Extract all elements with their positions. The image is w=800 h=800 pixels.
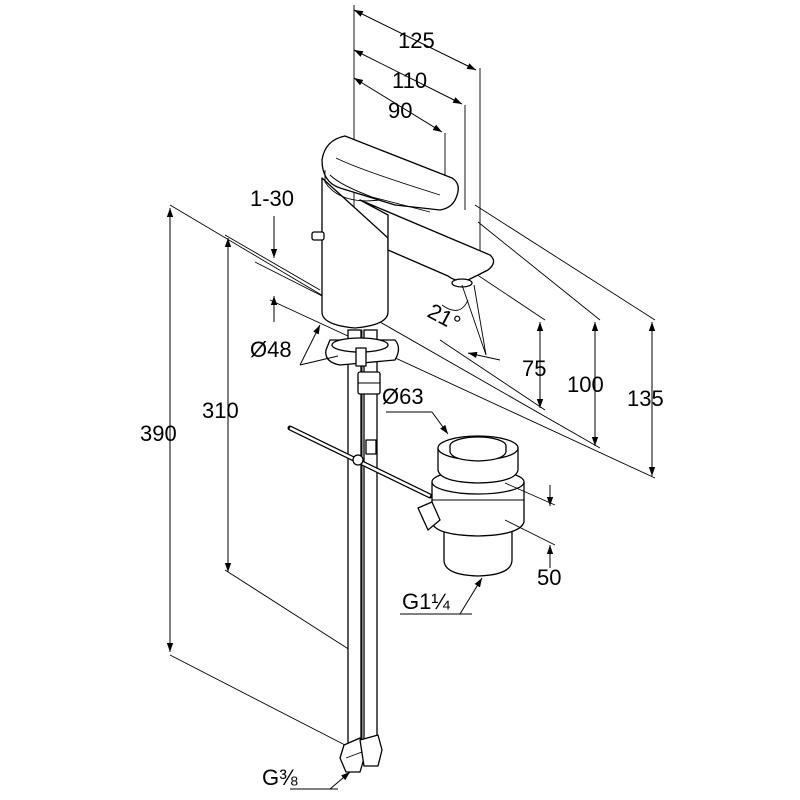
dim-1-30-label: 1-30 xyxy=(250,186,294,211)
dim-110-label: 110 xyxy=(392,68,427,93)
dim-angle-label: 21° xyxy=(424,298,465,336)
thread-g114-label: G1¼ xyxy=(402,589,450,614)
dim-1-30: 1-30 xyxy=(250,186,331,322)
dim-310-label: 310 xyxy=(202,398,239,423)
faucet-lever[interactable] xyxy=(321,135,459,211)
dim-125-label: 125 xyxy=(398,28,435,53)
faucet-body: Ø48 21° xyxy=(250,135,501,751)
dim-d48-label: Ø48 xyxy=(250,337,292,362)
dim-50-label: 50 xyxy=(537,565,561,590)
waste-valve: Ø63 50 G1¼ xyxy=(382,384,561,615)
thread-g38-label: G⅜ xyxy=(262,765,298,790)
dim-100-label: 100 xyxy=(567,372,604,397)
dim-390-label: 390 xyxy=(140,421,177,446)
right-dimensions: 75 100 135 xyxy=(269,204,664,479)
left-dimensions: 390 310 xyxy=(140,204,351,746)
dim-d63-label: Ø63 xyxy=(382,384,424,409)
top-dimensions: 125 110 90 xyxy=(353,5,481,275)
faucet-column xyxy=(321,177,389,329)
aerator xyxy=(451,278,473,288)
dim-135-label: 135 xyxy=(627,386,664,411)
hose-connectors: G⅜ xyxy=(262,734,383,790)
popup-knob[interactable] xyxy=(311,231,325,241)
dim-75-label: 75 xyxy=(522,356,546,381)
dim-90-label: 90 xyxy=(388,98,412,123)
